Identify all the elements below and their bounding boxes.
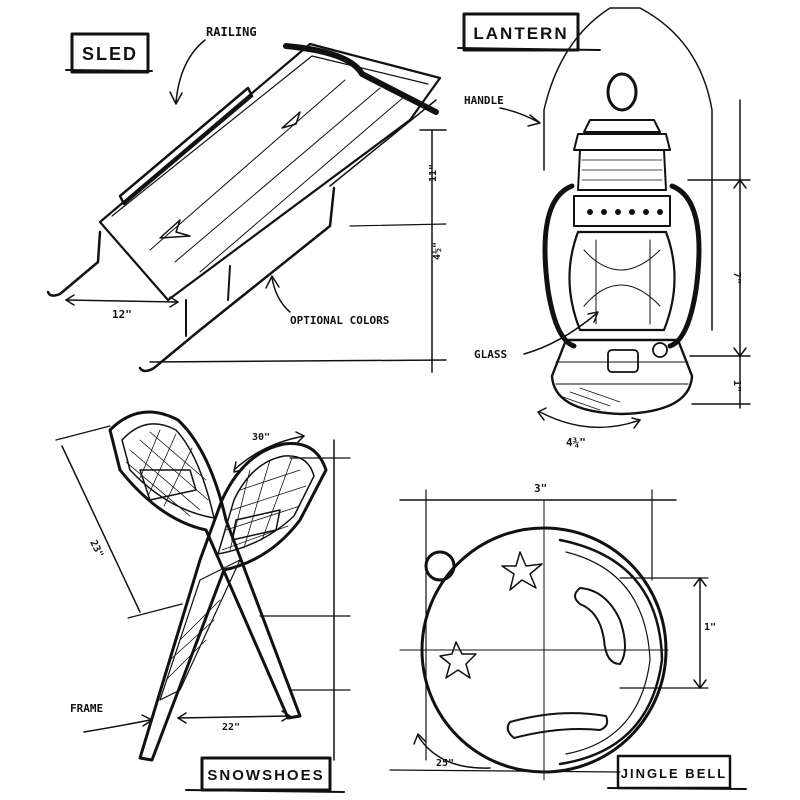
- sled-runner-left: [46, 230, 102, 297]
- jingle-bell-title-box: JINGLE BELL: [607, 754, 747, 790]
- sled-deck: [98, 42, 442, 302]
- bell-slot-shell: [558, 538, 664, 766]
- lantern-width-value: 4¾": [566, 436, 586, 449]
- sled-drawing: [46, 42, 442, 373]
- railing-label: RAILING: [206, 25, 257, 39]
- bell-slot-bottom: [506, 712, 609, 739]
- lantern-vent-holes: [587, 209, 663, 215]
- snowshoe-bottom-width-value: 22": [222, 722, 240, 733]
- railing-arrow: [175, 39, 206, 103]
- lantern-dome-outline: [543, 7, 713, 331]
- lantern-guard-right: [667, 183, 702, 349]
- snowshoe-top-width-value: 30": [252, 432, 270, 443]
- glass-label: GLASS: [474, 348, 507, 361]
- bell-bottom-value: 25": [436, 758, 454, 769]
- snowshoes-title-box: SNOWSHOES: [185, 756, 345, 793]
- sled-width-dim: [65, 299, 179, 303]
- jingle-bell-panel: 3" 1" 25": [389, 482, 747, 790]
- bell-height-value: 1": [704, 622, 716, 633]
- bell-star-top: [501, 551, 543, 591]
- lantern-top-ring: [606, 72, 638, 112]
- bell-slot-top: [574, 587, 626, 665]
- sled-height-upper-value: 11": [428, 164, 439, 182]
- lantern-drawing: [542, 72, 702, 416]
- lantern-glass: [568, 230, 676, 332]
- frame-label: FRAME: [70, 702, 103, 715]
- snowshoe-top-width-dim: [233, 435, 305, 471]
- sled-title-box: SLED: [65, 32, 153, 74]
- snowshoe-length-dim: [61, 445, 141, 613]
- handle-arrow: [499, 107, 539, 123]
- bell-star-left: [439, 641, 477, 679]
- lantern-panel: LANTERN HANDLE: [457, 7, 751, 449]
- lantern-height-value: 7": [731, 272, 742, 284]
- glass-arrow: [523, 313, 597, 355]
- sled-height-lower-value: 4½": [431, 242, 443, 260]
- snowshoe-bottom-width-dim: [177, 715, 291, 719]
- lantern-title-box: LANTERN: [457, 12, 601, 52]
- snowshoes-panel: 23" 30" 22" FRAME SNOWSHOES: [55, 410, 351, 793]
- lantern-title: LANTERN: [473, 24, 568, 43]
- bell-width-value: 3": [534, 482, 547, 495]
- sled-steering-bar: [283, 43, 439, 115]
- lantern-base-height-value: 1": [731, 380, 742, 392]
- bell-bottom-dim: [417, 735, 491, 769]
- jingle-bell-drawing: [399, 499, 669, 781]
- optional-colors-label: OPTIONAL COLORS: [290, 314, 389, 327]
- snowshoe-right: [138, 442, 328, 762]
- jingle-bell-title: JINGLE BELL: [621, 766, 728, 781]
- sled-side-railing: [118, 86, 254, 206]
- snowshoe-left: [108, 410, 302, 720]
- sled-panel: SLED RAILING: [46, 25, 447, 373]
- handle-label: HANDLE: [464, 94, 504, 107]
- snowshoes-title: SNOWSHOES: [207, 767, 324, 784]
- snowshoe-length-value: 23": [87, 538, 105, 559]
- optional-colors-arrow: [271, 277, 291, 313]
- lantern-width-dim: [539, 411, 641, 429]
- lantern-guard-left: [542, 183, 577, 349]
- sled-title: SLED: [82, 44, 138, 64]
- sled-width-value: 12": [112, 308, 132, 321]
- sled-runner-right: [138, 186, 336, 373]
- bell-loop: [424, 550, 456, 582]
- frame-arrow: [83, 719, 151, 733]
- lantern-base: [550, 338, 694, 416]
